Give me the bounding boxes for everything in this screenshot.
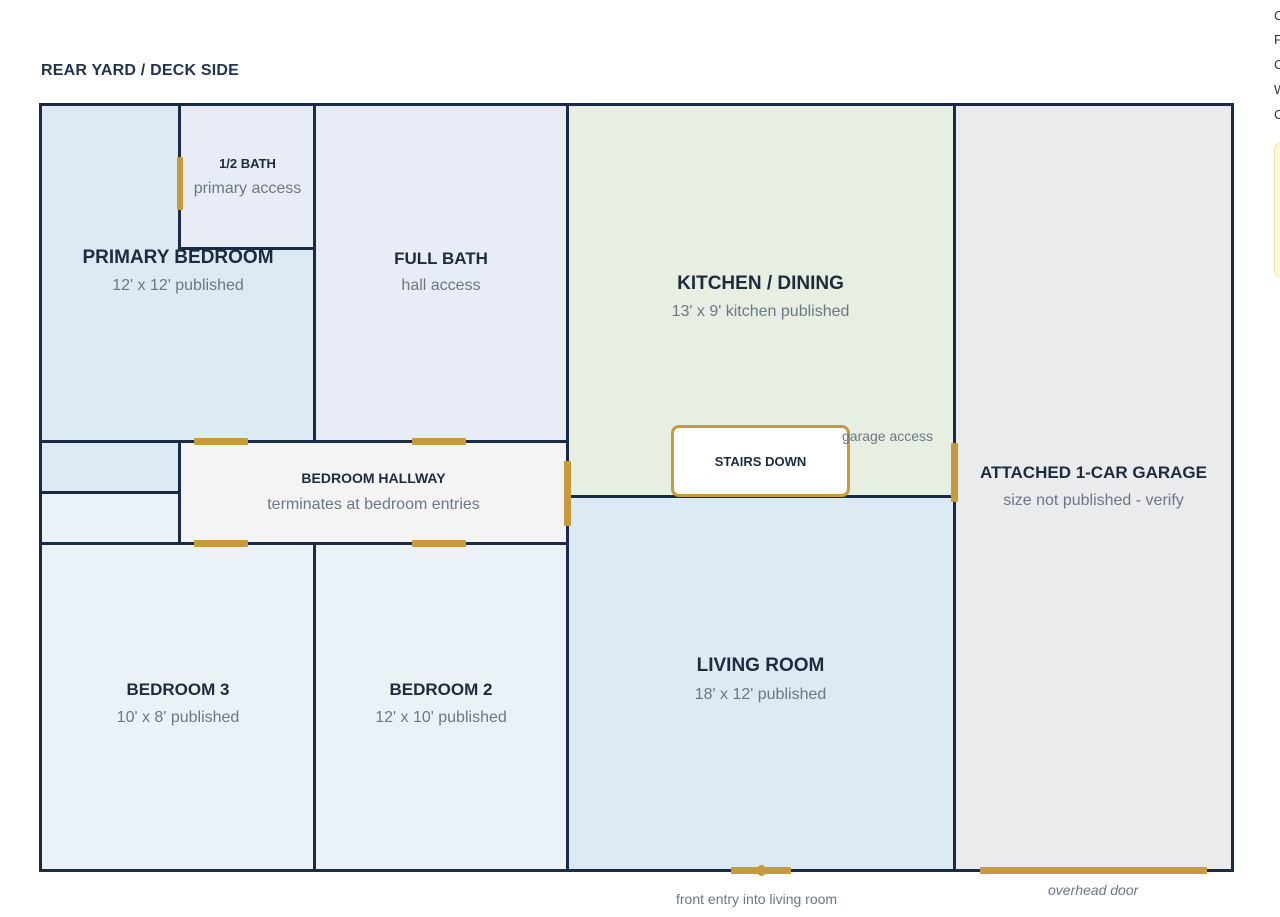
wall-bed3-bed2 bbox=[313, 542, 316, 872]
edge-callout-card bbox=[1274, 142, 1280, 278]
room-full-bath[interactable]: FULL BATH hall access bbox=[315, 105, 567, 441]
bedroom2-size: 12' x 10' published bbox=[375, 709, 507, 726]
door-full-bath[interactable] bbox=[412, 438, 466, 445]
wall-outer-bottom bbox=[39, 869, 1234, 872]
room-half-bath[interactable]: 1/2 BATH primary access bbox=[180, 105, 315, 248]
door-bedroom-3[interactable] bbox=[194, 540, 248, 547]
wall-hall-bottom bbox=[39, 542, 569, 545]
wall-hall-top bbox=[39, 440, 569, 443]
wall-half-bath-bottom bbox=[178, 247, 316, 250]
room-bedroom-3[interactable]: BEDROOM 3 10' x 8' published bbox=[41, 543, 315, 871]
primary-bedroom-title: PRIMARY BEDROOM bbox=[82, 247, 274, 268]
wall-closet-divider bbox=[39, 491, 180, 494]
kitchen-size: 13' x 9' kitchen published bbox=[671, 303, 850, 320]
room-bedroom-hallway[interactable]: BEDROOM HALLWAY terminates at bedroom en… bbox=[180, 441, 567, 543]
edge-fragment-3: C bbox=[1274, 57, 1280, 72]
full-bath-note: hall access bbox=[401, 277, 481, 294]
wall-outer-left bbox=[39, 103, 42, 872]
hallway-note: terminates at bedroom entries bbox=[267, 496, 480, 513]
edge-fragment-2: F bbox=[1274, 32, 1280, 47]
room-closet-upper bbox=[41, 441, 180, 492]
kitchen-title: KITCHEN / DINING bbox=[677, 273, 844, 294]
door-garage-access[interactable] bbox=[951, 443, 958, 502]
note-garage-access: garage access bbox=[842, 428, 934, 444]
primary-bedroom-size: 12' x 12' published bbox=[112, 277, 244, 294]
page-label-rear-yard: REAR YARD / DECK SIDE bbox=[41, 62, 240, 79]
note-overhead-door: overhead door bbox=[1048, 882, 1139, 898]
garage-note: size not published - verify bbox=[1003, 492, 1184, 509]
room-living-room[interactable]: LIVING ROOM 18' x 12' published bbox=[567, 497, 954, 871]
door-primary-bedroom[interactable] bbox=[194, 438, 248, 445]
note-front-entry: front entry into living room bbox=[676, 891, 838, 907]
garage-title: ATTACHED 1-CAR GARAGE bbox=[980, 463, 1207, 482]
living-room-size: 18' x 12' published bbox=[694, 686, 827, 703]
living-room-title: LIVING ROOM bbox=[696, 655, 825, 676]
wall-primary-fullbath bbox=[313, 103, 316, 442]
door-half-bath[interactable] bbox=[177, 157, 183, 210]
half-bath-note: primary access bbox=[193, 180, 302, 197]
stairs-down[interactable]: STAIRS DOWN bbox=[671, 425, 850, 497]
bedroom3-size: 10' x 8' published bbox=[116, 709, 240, 726]
bedroom2-title: BEDROOM 2 bbox=[389, 680, 493, 699]
hallway-title: BEDROOM HALLWAY bbox=[301, 470, 446, 486]
door-overhead-garage[interactable] bbox=[980, 867, 1207, 874]
door-bedroom-2[interactable] bbox=[412, 540, 466, 547]
room-attached-garage[interactable]: ATTACHED 1-CAR GARAGE size not published… bbox=[954, 105, 1233, 871]
half-bath-title: 1/2 BATH bbox=[219, 156, 276, 171]
door-hall-to-kitchen[interactable] bbox=[564, 461, 571, 526]
room-closet-lower bbox=[41, 492, 180, 543]
edge-fragment-4: W bbox=[1274, 82, 1280, 97]
wall-outer-top bbox=[39, 103, 1234, 106]
edge-fragment-1: C bbox=[1274, 8, 1280, 23]
wall-outer-right bbox=[1231, 103, 1234, 872]
door-front-entry-knob bbox=[757, 865, 766, 876]
room-bedroom-2[interactable]: BEDROOM 2 12' x 10' published bbox=[315, 543, 567, 871]
full-bath-title: FULL BATH bbox=[394, 249, 488, 268]
edge-fragment-5: C bbox=[1274, 107, 1280, 122]
bedroom3-title: BEDROOM 3 bbox=[126, 680, 230, 699]
stairs-label: STAIRS DOWN bbox=[714, 454, 807, 469]
